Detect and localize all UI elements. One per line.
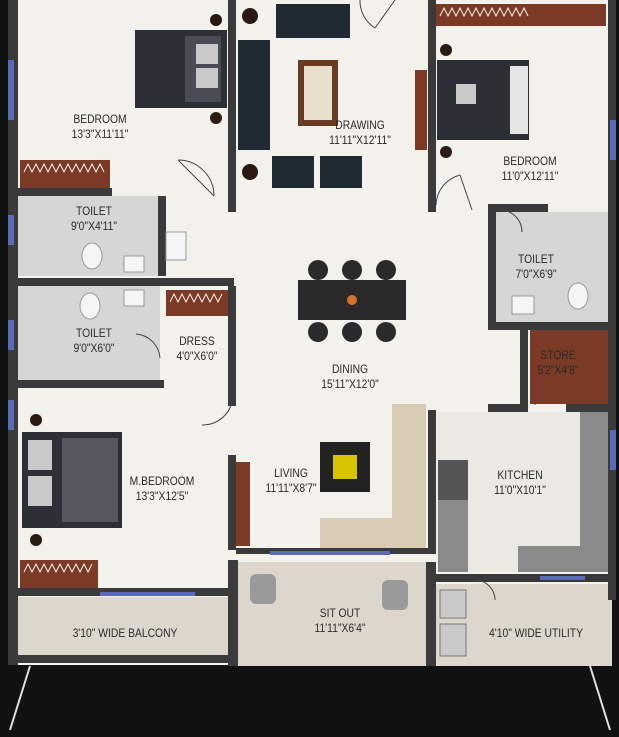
- room-label-toilet-2: TOILET 7'0"X6'9": [502, 252, 571, 282]
- room-name: DRAWING: [335, 118, 385, 132]
- room-name: LIVING: [274, 466, 308, 480]
- room-label-toilet-3: TOILET 9'0"X6'0": [51, 326, 137, 356]
- room-name: TOILET: [76, 326, 112, 340]
- room-label-master-bedroom: M.BEDROOM 13'3"X12'5": [119, 474, 205, 504]
- kitchen-counters: [438, 412, 608, 572]
- room-name: BEDROOM: [503, 154, 557, 168]
- bed-bedroom-2: [437, 44, 529, 158]
- coffee-table-top: [304, 66, 332, 120]
- windows: [8, 60, 616, 596]
- room-name: TOILET: [76, 204, 112, 218]
- room-label-living: LIVING 11'11"X8'7": [252, 466, 329, 496]
- wardrobe-pattern: [23, 6, 529, 574]
- dining-set: [298, 260, 406, 342]
- room-name: 4'10" WIDE UTILITY: [489, 626, 583, 640]
- room-dimensions: 11'0"X12'11": [501, 169, 559, 183]
- room-name: BEDROOM: [73, 112, 127, 126]
- living-table-accent: [333, 455, 357, 479]
- room-name: SIT OUT: [319, 606, 361, 620]
- room-label-balcony: 3'10" WIDE BALCONY: [52, 626, 198, 641]
- room-name: DRESS: [179, 334, 215, 348]
- room-dimensions: 9'0"X4'11": [70, 219, 118, 233]
- room-label-dress: DRESS 4'0"X6'0": [165, 334, 229, 364]
- room-label-bedroom-1: BEDROOM 13'3"X11'11": [57, 112, 143, 142]
- balcony-floor: [18, 597, 228, 657]
- room-name: TOILET: [518, 252, 554, 266]
- room-dimensions: 15'11"X12'0": [321, 377, 379, 391]
- room-label-drawing: DRAWING 11'11"X12'11": [317, 118, 403, 148]
- room-label-sitout: SIT OUT 11'11"X6'4": [297, 606, 383, 636]
- balcony-railings: [9, 665, 611, 731]
- bed-bedroom-1: [135, 14, 227, 124]
- bed-master-bedroom: [22, 414, 122, 546]
- room-dimensions: 11'0"X10'1": [494, 483, 546, 497]
- room-label-kitchen: KITCHEN 11'0"X10'1": [477, 468, 563, 498]
- room-dimensions: 11'11"X8'7": [265, 481, 317, 495]
- room-dimensions: 13'3"X11'11": [71, 127, 129, 141]
- fridge: [438, 460, 468, 500]
- drawing-sofas: [238, 4, 362, 188]
- wardrobes: [20, 4, 608, 588]
- room-name: 3'10" WIDE BALCONY: [72, 626, 178, 640]
- room-label-bedroom-2: BEDROOM 11'0"X12'11": [487, 154, 573, 184]
- living-sofa: [320, 404, 426, 548]
- room-label-dining: DINING 15'11"X12'0": [307, 362, 393, 392]
- sitout-chairs: [250, 574, 408, 610]
- room-label-toilet-1: TOILET 9'0"X4'11": [51, 204, 137, 234]
- toilet-fixtures: [79, 231, 589, 320]
- room-name: DINING: [331, 362, 369, 376]
- room-dimensions: 5'2"X4'8": [537, 363, 579, 377]
- room-dimensions: 11'11"X6'4": [314, 621, 366, 635]
- room-name: STORE: [540, 348, 576, 362]
- room-dimensions: 11'11"X12'11": [329, 133, 391, 147]
- utility-fixtures: [439, 589, 467, 657]
- room-dimensions: 7'0"X6'9": [515, 267, 557, 281]
- room-name: KITCHEN: [497, 468, 543, 482]
- room-name: M.BEDROOM: [129, 474, 195, 488]
- room-dimensions: 4'0"X6'0": [176, 349, 218, 363]
- room-label-utility: 4'10" WIDE UTILITY: [476, 626, 596, 641]
- room-dimensions: 13'3"X12'5": [135, 489, 189, 503]
- room-label-store: STORE 5'2"X4'8": [525, 348, 590, 378]
- room-dimensions: 9'0"X6'0": [73, 341, 115, 355]
